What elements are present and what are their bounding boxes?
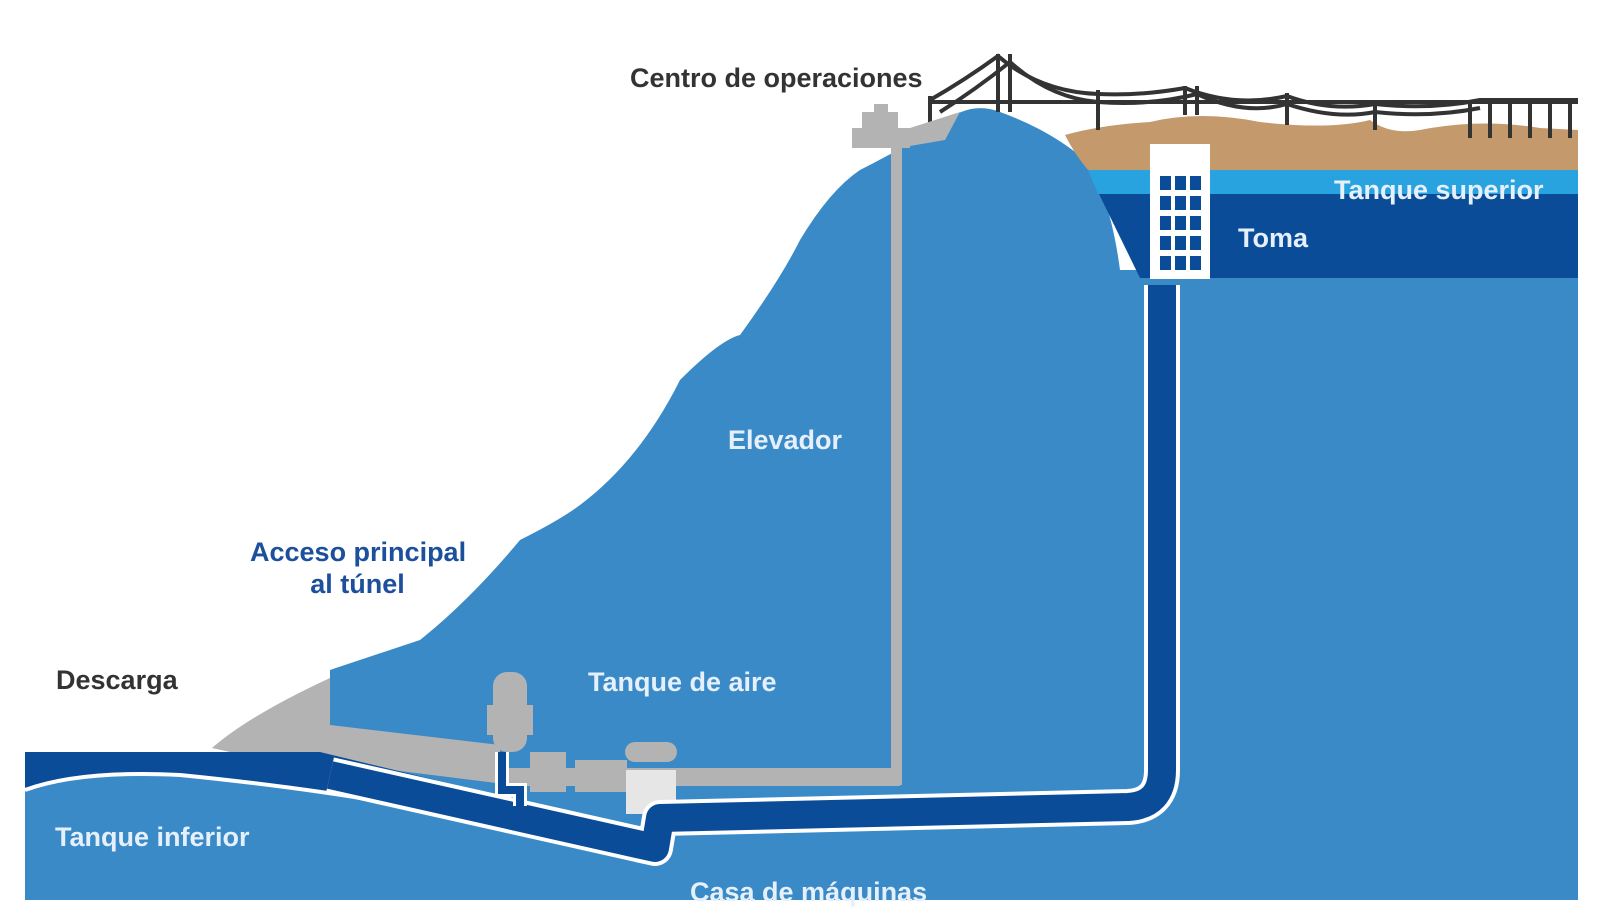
mountain [330, 108, 1120, 781]
upper-plateau-ground [1060, 270, 1578, 760]
label-lower-tank: Tanque inferior [55, 822, 250, 852]
access-tunnel [212, 678, 900, 786]
label-elevator: Elevador [728, 425, 843, 455]
surge-connector-core [498, 752, 524, 806]
label-air-tank: Tanque de aire [588, 667, 777, 697]
label-powerhouse: Casa de máquinas [690, 877, 928, 907]
upper-soil [1065, 116, 1578, 170]
elevator-shaft [891, 145, 902, 785]
upper-reservoir-surface [1088, 170, 1578, 194]
label-intake: Toma [1238, 223, 1309, 253]
penstock-core [326, 285, 1176, 862]
label-operations-center: Centro de operaciones [630, 63, 923, 93]
label-upper-tank: Tanque superior [1334, 175, 1544, 205]
label-main-access: Acceso principal al túnel [250, 536, 467, 601]
suspension-bridge-icon [928, 53, 1578, 138]
label-discharge: Descarga [56, 665, 178, 695]
air-tank-icon [487, 672, 533, 752]
operations-building-icon [852, 104, 960, 148]
upper-reservoir-water [1098, 192, 1578, 278]
label-main-access-line1: Acceso principal [250, 537, 467, 567]
intake-grate-icon [1150, 144, 1210, 279]
label-main-access-line2: al túnel [310, 569, 405, 600]
